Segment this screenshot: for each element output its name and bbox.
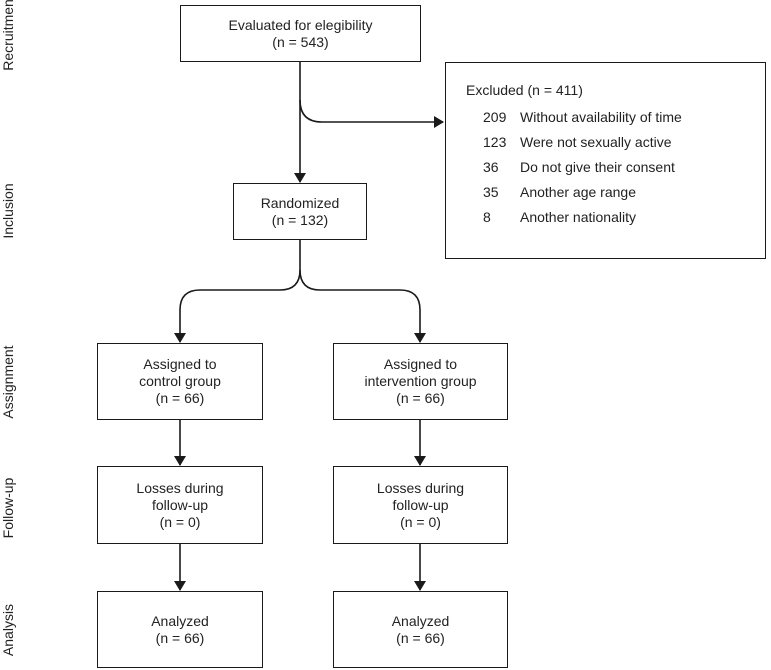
- control-losses-box: Losses during follow-up (n = 0): [97, 466, 263, 544]
- excluded-item: 209 Without availability of time: [446, 109, 765, 127]
- excluded-item-reason: Another nationality: [520, 209, 636, 225]
- excluded-item-count: 209: [483, 109, 507, 125]
- arrow-to-excluded: [299, 99, 444, 128]
- intervention-losses-count: (n = 0): [400, 513, 441, 530]
- excluded-item-reason: Were not sexually active: [520, 134, 672, 150]
- intervention-losses-line2: follow-up: [392, 496, 449, 513]
- excluded-item: 123 Were not sexually active: [446, 134, 765, 152]
- excluded-item-reason: Do not give their consent: [520, 159, 675, 175]
- evaluated-box: Evaluated for elegibility (n = 543): [180, 5, 421, 62]
- excluded-item: 8 Another nationality: [446, 209, 765, 227]
- intervention-losses-line1: Losses during: [376, 479, 465, 496]
- intervention-analyzed-title: Analyzed: [391, 612, 450, 629]
- control-losses-count: (n = 0): [159, 513, 201, 530]
- control-losses-line2: follow-up: [151, 496, 209, 513]
- intervention-assigned-box: Assigned to intervention group (n = 66): [333, 343, 508, 420]
- excluded-box: Excluded (n = 411) 209 Without availabil…: [445, 62, 766, 259]
- stage-label-followup: Follow-up: [0, 477, 16, 539]
- excluded-item-count: 123: [483, 134, 507, 150]
- excluded-item-count: 36: [483, 159, 499, 175]
- stage-label-recruitment: Recruitment: [0, 0, 16, 71]
- control-analyzed-box: Analyzed (n = 66): [97, 591, 263, 668]
- intervention-losses-box: Losses during follow-up (n = 0): [333, 466, 508, 544]
- control-assigned-line1: Assigned to: [143, 356, 217, 372]
- excluded-item: 36 Do not give their consent: [446, 159, 765, 177]
- arrow-randomized-to-control: [174, 240, 301, 343]
- control-assigned-count: (n = 66): [155, 390, 205, 406]
- randomized-box: Randomized (n = 132): [233, 183, 367, 240]
- excluded-item-reason: Another age range: [520, 184, 636, 200]
- excluded-item-reason: Without availability of time: [520, 109, 682, 125]
- evaluated-count: (n = 543): [272, 33, 329, 50]
- evaluated-title: Evaluated for elegibility: [228, 16, 373, 33]
- stage-label-analysis: Analysis: [0, 603, 16, 657]
- control-assigned-line2: control group: [139, 373, 221, 389]
- intervention-analyzed-box: Analyzed (n = 66): [333, 591, 508, 668]
- excluded-item-count: 8: [483, 209, 491, 225]
- stage-label-inclusion: Inclusion: [0, 183, 16, 239]
- intervention-assigned-line1: Assigned to: [383, 356, 458, 372]
- control-assigned-box: Assigned to control group (n = 66): [97, 343, 263, 420]
- randomized-title: Randomized: [260, 194, 340, 211]
- control-losses-line1: Losses during: [136, 479, 224, 496]
- randomized-count: (n = 132): [271, 211, 329, 228]
- excluded-title: Excluded (n = 411): [466, 82, 583, 98]
- control-analyzed-title: Analyzed: [151, 612, 209, 629]
- control-analyzed-count: (n = 66): [155, 629, 205, 646]
- intervention-assigned-line2: intervention group: [364, 373, 477, 389]
- intervention-analyzed-count: (n = 66): [396, 629, 445, 646]
- intervention-assigned-count: (n = 66): [396, 390, 445, 406]
- arrow-randomized-to-intervention: [299, 269, 426, 343]
- excluded-item-count: 35: [483, 184, 499, 200]
- excluded-item: 35 Another age range: [446, 184, 765, 202]
- stage-label-assignment: Assignment: [0, 345, 16, 419]
